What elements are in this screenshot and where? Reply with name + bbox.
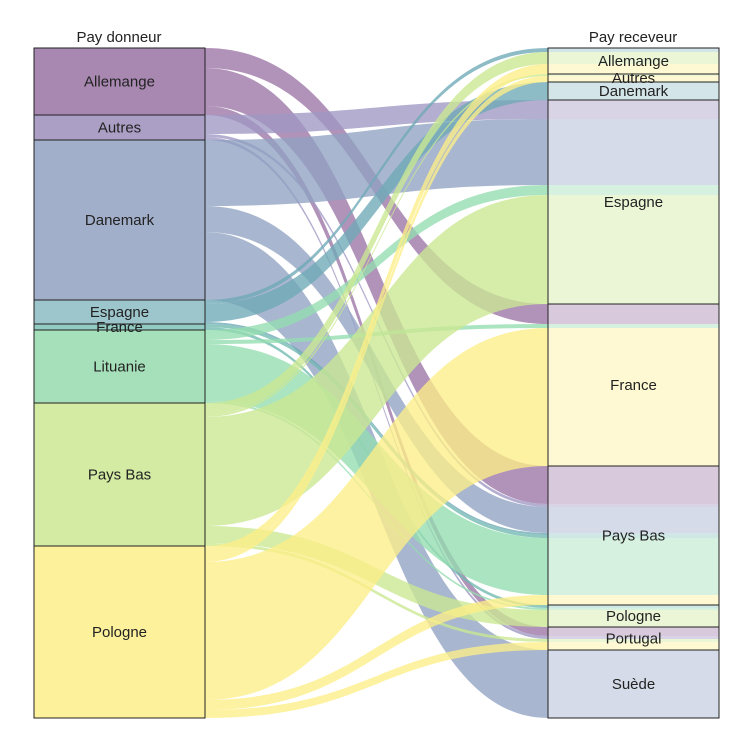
- destination-label: Pays Bas: [602, 528, 665, 545]
- destination-segment: [548, 195, 719, 304]
- destination-segment: [548, 533, 719, 535]
- destination-segment: [548, 185, 719, 195]
- origin-label: Danemark: [85, 212, 155, 229]
- destination-label: France: [610, 377, 657, 394]
- origin-stratum: [33, 139, 206, 301]
- destination-segment: [548, 304, 719, 324]
- destination-segment: [548, 100, 719, 119]
- flow-lituanie-to-espagne: [205, 185, 548, 340]
- flow-pologne-to-allemange: [205, 64, 548, 556]
- destination-segment: [548, 64, 719, 74]
- destination-segment: [548, 627, 719, 636]
- destination-segment: [548, 328, 719, 466]
- destination-stratum: [547, 649, 720, 719]
- destination-segment: [548, 636, 719, 639]
- flow-pays-bas-to-autres: [205, 74, 548, 417]
- origin-stratum: [33, 299, 206, 325]
- origin-stratum: [33, 329, 206, 404]
- destination-segment: [548, 642, 719, 650]
- flows-group: [205, 48, 548, 718]
- origin-label: Pays Bas: [88, 467, 151, 484]
- flow-espagne-to-danemark: [205, 82, 548, 322]
- destination-label: Autres: [612, 70, 655, 87]
- strata-group: [33, 47, 720, 719]
- destination-segment: [548, 504, 719, 507]
- destination-label: Espagne: [604, 194, 663, 211]
- flow-pologne-to-france: [205, 328, 548, 700]
- origin-label: Allemange: [84, 74, 155, 91]
- flow-espagne-to-pays-bas: [205, 322, 548, 535]
- flow-pologne-to-pays-bas: [205, 595, 548, 710]
- flow-pays-bas-to-portugal: [205, 543, 548, 642]
- destination-segment: [548, 507, 719, 533]
- destination-label: Suède: [612, 676, 655, 693]
- destination-segment: [548, 76, 719, 82]
- origin-stratum: [33, 114, 206, 141]
- destination-segment: [548, 48, 719, 52]
- origin-stratum: [33, 47, 206, 116]
- destination-segment: [548, 608, 719, 610]
- destination-label: Portugal: [606, 631, 662, 648]
- destination-segment: [548, 605, 719, 608]
- destination-label: Allemange: [598, 53, 669, 70]
- destination-segment: [548, 119, 719, 185]
- destination-segment: [548, 610, 719, 627]
- origin-stratum: [33, 402, 206, 547]
- origin-label: Lituanie: [93, 359, 146, 376]
- destination-segment: [548, 74, 719, 76]
- destination-segment: [548, 324, 719, 328]
- flow-france-to-pays-bas: [205, 324, 548, 538]
- origin-label: Pologne: [92, 624, 147, 641]
- destination-segment: [548, 466, 719, 504]
- flow-pologne-to-autres: [205, 76, 548, 562]
- destination-label: Pologne: [606, 608, 661, 625]
- destination-segment: [548, 82, 719, 100]
- axis-label-left: Pay donneur: [76, 29, 161, 46]
- origin-label: Espagne: [90, 304, 149, 321]
- destination-label: Danemark: [599, 83, 669, 100]
- destination-segment: [548, 535, 719, 538]
- origin-stratum: [33, 545, 206, 719]
- flow-espagne-to-allemange: [205, 48, 548, 304]
- origin-label: France: [96, 319, 143, 336]
- axis-label-right: Pay receveur: [589, 29, 677, 46]
- destination-segment: [548, 52, 719, 64]
- destination-segment: [548, 538, 719, 595]
- flow-pays-bas-to-allemange: [205, 52, 548, 415]
- flow-danemark-to-espagne: [205, 119, 548, 206]
- flow-pologne-to-portugal: [205, 642, 548, 718]
- destination-segment: [548, 639, 719, 642]
- labels-group: AllemangeAutresDanemarkEspagneFranceLitu…: [84, 53, 669, 693]
- flow-pays-bas-to-espagne: [205, 195, 548, 526]
- flow-allemange-to-pays-bas: [205, 68, 548, 504]
- destination-segment: [548, 650, 719, 718]
- destination-segment: [548, 595, 719, 605]
- origin-label: Autres: [98, 120, 141, 137]
